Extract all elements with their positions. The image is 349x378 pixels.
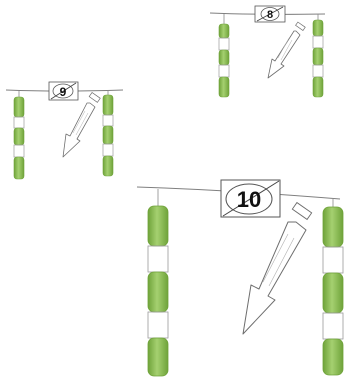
- empty-link: [14, 145, 24, 157]
- green-bead: [14, 97, 24, 117]
- panel-8: 8: [210, 6, 325, 97]
- badge-number: 9: [60, 85, 67, 99]
- panel-10: 10: [137, 180, 343, 376]
- green-bead: [219, 77, 229, 97]
- panel-9: 9: [6, 82, 123, 179]
- left-bead-string: [14, 91, 24, 179]
- empty-link: [148, 312, 168, 338]
- number-badge: 9: [49, 82, 78, 100]
- green-bead: [313, 77, 323, 97]
- left-bead-string: [219, 14, 229, 97]
- green-bead: [323, 207, 343, 247]
- green-bead: [14, 157, 24, 179]
- green-bead: [323, 273, 343, 313]
- green-bead: [103, 126, 113, 144]
- number-badge: 10: [221, 180, 280, 217]
- empty-link: [219, 65, 229, 77]
- down-left-arrow: [268, 22, 305, 78]
- empty-link: [313, 65, 323, 77]
- empty-link: [103, 115, 113, 126]
- empty-link: [103, 144, 113, 156]
- empty-link: [148, 246, 168, 272]
- left-bead-string: [148, 189, 168, 376]
- green-bead: [219, 24, 229, 38]
- green-bead: [313, 20, 323, 36]
- green-bead: [219, 50, 229, 65]
- green-bead: [148, 206, 168, 246]
- green-bead: [313, 48, 323, 65]
- empty-link: [219, 38, 229, 50]
- empty-link: [323, 313, 343, 339]
- green-bead: [148, 272, 168, 312]
- right-bead-string: [103, 90, 113, 176]
- empty-link: [323, 247, 343, 273]
- down-left-arrow: [243, 203, 312, 334]
- right-bead-string: [323, 198, 343, 375]
- badge-number: 10: [237, 187, 261, 212]
- empty-link: [313, 36, 323, 48]
- down-left-arrow: [63, 92, 100, 157]
- green-bead: [103, 156, 113, 176]
- badge-number: 8: [267, 9, 273, 21]
- right-bead-string: [313, 14, 323, 97]
- green-bead: [14, 128, 24, 145]
- empty-link: [14, 117, 24, 128]
- number-badge: 8: [255, 6, 285, 22]
- green-bead: [323, 339, 343, 375]
- green-bead: [103, 95, 113, 115]
- green-bead: [148, 338, 168, 376]
